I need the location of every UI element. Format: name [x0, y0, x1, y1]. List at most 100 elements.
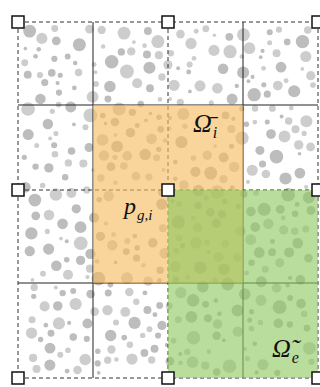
- inclusion: [68, 147, 76, 155]
- inclusion: [64, 257, 70, 263]
- inclusion: [261, 66, 266, 71]
- inclusion: [144, 27, 152, 35]
- inclusion: [75, 221, 87, 233]
- inclusion: [45, 229, 50, 234]
- inclusion: [157, 321, 166, 330]
- inclusion: [118, 48, 125, 55]
- inclusion: [25, 246, 35, 256]
- inclusion: [273, 49, 281, 57]
- coarse-node: [12, 184, 24, 196]
- inclusion: [266, 129, 276, 139]
- inclusion: [23, 25, 36, 38]
- inclusion: [192, 56, 197, 61]
- inclusion: [41, 79, 48, 86]
- inclusion: [105, 55, 119, 69]
- subscript: e: [292, 349, 299, 366]
- inclusion: [43, 244, 54, 255]
- inclusion: [74, 236, 88, 250]
- inclusion: [52, 151, 59, 158]
- inclusion: [51, 260, 62, 271]
- inclusion: [158, 73, 165, 80]
- inclusion: [29, 354, 37, 362]
- inclusion: [255, 146, 264, 155]
- inclusion: [247, 88, 260, 101]
- inclusion: [304, 185, 308, 189]
- inclusion: [43, 119, 53, 129]
- node-label: pg,i: [124, 194, 152, 223]
- inclusion: [270, 150, 284, 164]
- inclusion: [176, 66, 180, 70]
- inclusion: [31, 294, 36, 299]
- inclusion: [202, 25, 209, 32]
- inclusion: [269, 105, 276, 112]
- inclusion: [29, 194, 42, 207]
- inclusion: [21, 102, 35, 116]
- inclusion: [79, 160, 87, 168]
- inclusion: [265, 119, 270, 124]
- inclusion: [72, 204, 81, 213]
- inclusion: [267, 40, 272, 45]
- inclusion: [62, 174, 68, 180]
- inclusion: [120, 65, 134, 79]
- inclusion: [84, 336, 90, 342]
- inclusion: [288, 85, 300, 97]
- inclusion: [259, 161, 266, 168]
- inclusion: [151, 345, 159, 353]
- inclusion: [82, 319, 92, 329]
- inclusion: [95, 360, 101, 366]
- inclusion: [67, 321, 71, 325]
- inclusion: [65, 53, 71, 59]
- inclusion: [37, 72, 43, 78]
- inclusion: [72, 123, 76, 127]
- inclusion: [56, 81, 60, 85]
- coarse-node: [12, 372, 24, 384]
- inclusion: [310, 82, 316, 88]
- inclusion: [97, 371, 101, 375]
- inclusion: [90, 307, 99, 316]
- inclusion: [38, 337, 43, 342]
- inclusion: [126, 353, 137, 364]
- inclusion: [306, 142, 315, 151]
- inclusion: [32, 163, 38, 169]
- coarse-mesh-line: [18, 22, 19, 378]
- inclusion: [25, 227, 37, 239]
- inclusion: [31, 211, 40, 220]
- inclusion: [118, 27, 131, 40]
- inclusion: [52, 36, 61, 45]
- inclusion: [298, 152, 302, 156]
- coarse-node: [162, 184, 174, 196]
- inclusion: [188, 90, 192, 94]
- inclusion: [142, 290, 147, 295]
- inclusion: [302, 131, 307, 136]
- inclusion: [58, 73, 63, 78]
- inclusion: [296, 35, 309, 48]
- inclusion: [102, 305, 112, 315]
- inclusion: [53, 301, 63, 311]
- inclusion: [168, 80, 179, 91]
- inclusion: [146, 326, 152, 332]
- inclusion: [69, 333, 77, 341]
- inclusion: [143, 306, 151, 314]
- symbol: Ω̃: [272, 334, 291, 363]
- inclusion: [57, 352, 63, 358]
- inclusion: [264, 91, 271, 98]
- inclusion: [127, 47, 135, 55]
- inclusion: [156, 302, 163, 309]
- inclusion: [146, 84, 154, 92]
- inclusion: [65, 369, 70, 374]
- inclusion: [48, 136, 52, 140]
- inclusion: [252, 105, 258, 111]
- inclusion: [125, 288, 133, 296]
- inclusion: [104, 81, 116, 93]
- inclusion: [279, 131, 291, 143]
- inclusion: [140, 333, 145, 338]
- inclusion: [59, 290, 65, 296]
- inclusion: [45, 343, 56, 354]
- inclusion: [44, 323, 49, 328]
- inclusion: [279, 172, 291, 184]
- inclusion: [98, 26, 106, 34]
- inclusion: [244, 42, 256, 54]
- mesh-lines: [18, 22, 318, 378]
- inclusion: [44, 163, 53, 172]
